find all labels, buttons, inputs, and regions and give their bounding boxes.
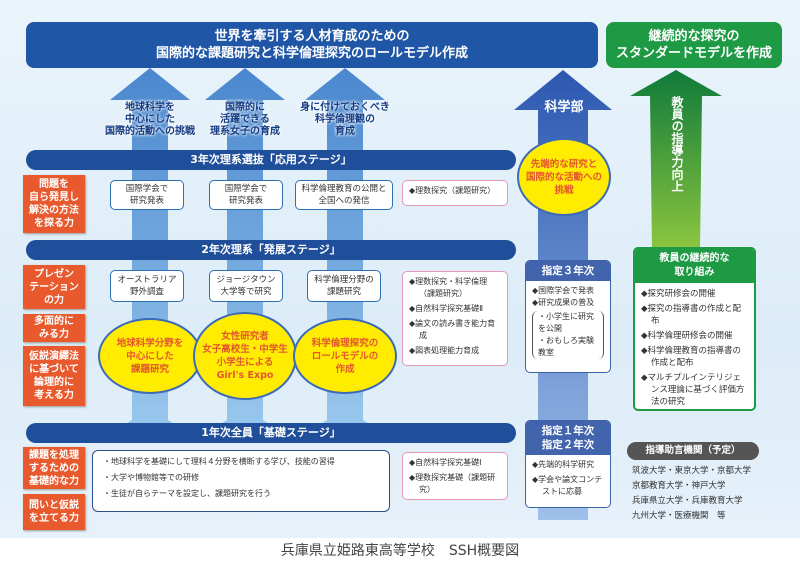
year12-box: 指定１年次指定２年次 ◆先端的科学研究◆学会や論文コンテストに応募 [525, 420, 611, 508]
stage-bar-year1: 1年次全員「基礎ステージ」 [26, 423, 516, 443]
activity-box: 科学倫理教育の公開と全国への発信 [295, 180, 393, 210]
ability-box: 課題を処理するための基礎的な力 [23, 447, 85, 489]
foundation-activities-box: ・地球科学を基礎にして理科４分野を横断する学び、技能の習得・大学や博物館等での研… [92, 450, 390, 512]
curriculum-box: ◆理数探究（課題研究） [402, 180, 508, 206]
stage-bar-year2: 2年次理系「発展ステージ」 [26, 240, 516, 260]
ability-box: 問いと仮説を立てる力 [23, 494, 85, 530]
banner-line: 継続的な探究の [648, 29, 740, 44]
focus-ellipse: 地球科学分野を中心にした課題研究 [98, 318, 202, 394]
activity-box: ジョージタウン大学等で研究 [209, 270, 283, 302]
ability-box: 仮説演繹法に基づいて論理的に考える力 [23, 346, 85, 406]
advisors-title: 指導助言機関（予定） [627, 442, 759, 460]
footer-title: 兵庫県立姫路東高等学校 SSH概要図 [280, 543, 520, 559]
focus-ellipse: 科学倫理探究のロールモデルの作成 [293, 318, 397, 394]
curriculum-box: ◆理数探究・科学倫理（課題研究）◆自然科学探究基礎Ⅱ◆論文の読み書き能力育成◆図… [402, 271, 508, 366]
science-club-ellipse: 先端的な研究と国際的な活動への挑戦 [517, 138, 611, 216]
arrow-label: 地球科学を中心にした国際的活動への挑戦 [105, 102, 195, 137]
arrow-label: 国際的に活躍できる理系女子の育成 [210, 102, 280, 137]
curriculum-box: ◆自然科学探究基礎Ⅰ◆理数探究基礎（課題研究） [402, 452, 508, 500]
standard-model-banner: 継続的な探究の スタンダードモデルを作成 [606, 22, 782, 68]
year3-title: 指定３年次 [526, 261, 610, 281]
activity-box: 国際学会で研究発表 [209, 180, 283, 210]
ability-box: 問題を自ら発見し解決の方法を探る力 [23, 175, 85, 233]
arrow-teacher [630, 70, 722, 250]
activity-box: 科学倫理分野の課題研究 [307, 270, 381, 302]
banner-line: 世界を牽引する人材育成のための [214, 29, 410, 44]
banner-line: スタンダードモデルを作成 [615, 46, 772, 61]
year3-box: 指定３年次 ◆国際学会で発表◆研究成果の普及 ・小学生に研究を公開・おもしろ実験… [525, 260, 611, 373]
teacher-box: 教員の継続的な取り組み ◆探究研修会の開催◆探究の指導書の作成と配布◆科学倫理研… [633, 247, 756, 411]
stage-bar-year3: 3年次理系選抜「応用ステージ」 [26, 150, 516, 170]
top-goal-banner: 世界を牽引する人材育成のための 国際的な課題研究と科学倫理探究のロールモデル作成 [26, 22, 598, 68]
ability-box: 多面的にみる力 [23, 314, 85, 342]
activity-box: オーストラリア野外調査 [110, 270, 184, 302]
science-club-label: 科学部 [544, 100, 584, 115]
banner-line: 国際的な課題研究と科学倫理探究のロールモデル作成 [155, 46, 468, 61]
teacher-arrow-label: 教員の指導力向上 [670, 96, 684, 192]
advisors-list: 筑波大学・東京大学・京都大学京都教育大学・神戸大学兵庫県立大学・兵庫教育大学九州… [632, 466, 752, 521]
ability-box: プレゼンテーションの力 [23, 265, 85, 309]
arrow-label: 身に付けておくべき科学倫理観の育成 [300, 102, 390, 137]
activity-box: 国際学会で研究発表 [110, 180, 184, 210]
